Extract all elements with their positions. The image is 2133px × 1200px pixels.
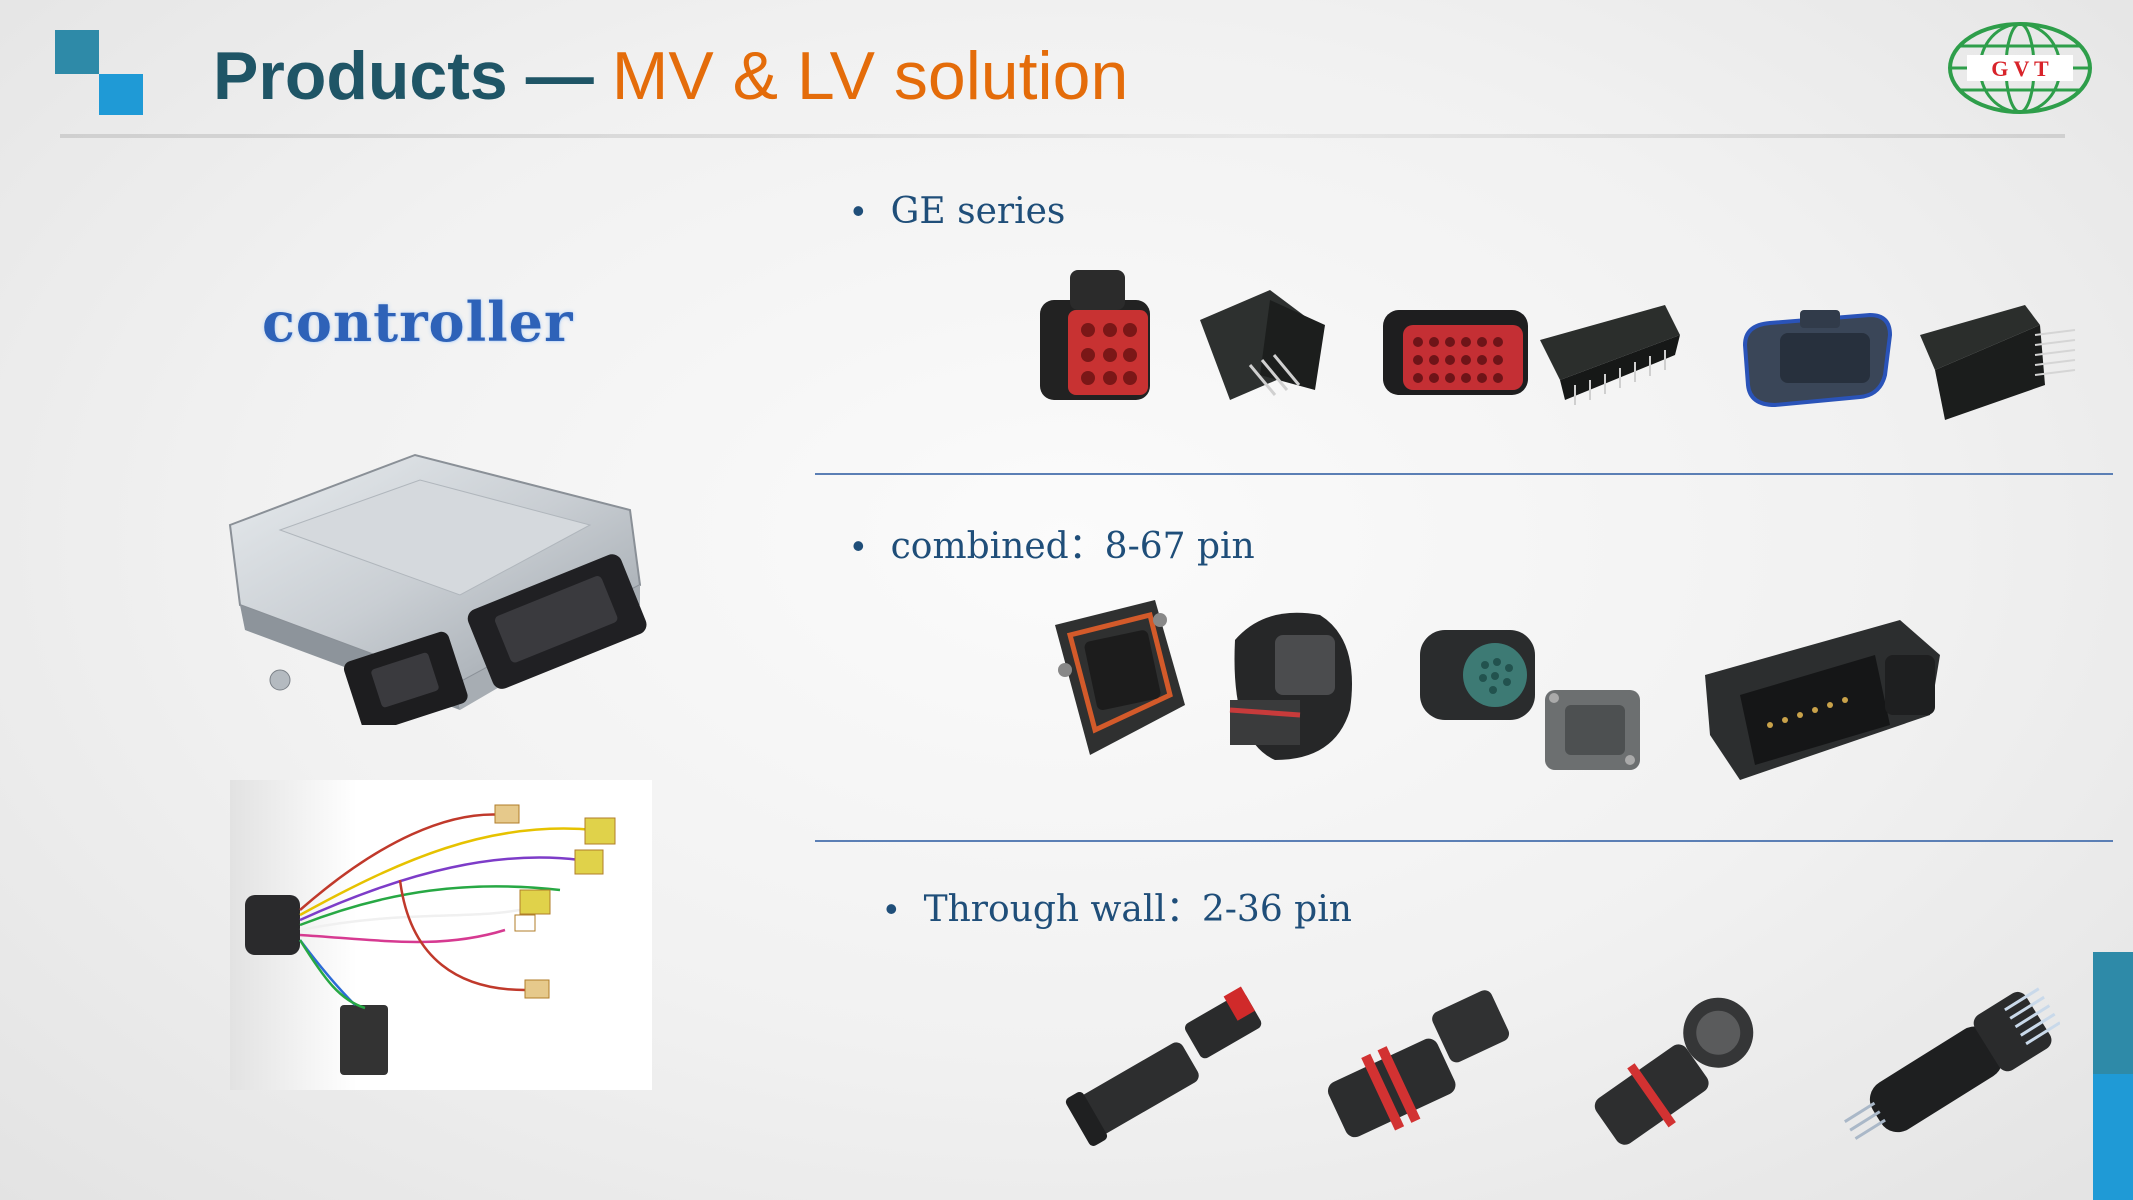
through-wall-36pin-image (1844, 987, 2060, 1140)
page-title: Products—MV & LV solution (213, 36, 1128, 116)
through-wall-circular-image (1594, 997, 1754, 1145)
section-divider-1 (815, 473, 2113, 475)
title-main: Products (213, 38, 508, 114)
wire-harness-image (230, 780, 652, 1090)
ge-header-angled-image (1920, 305, 2076, 420)
controller-unit-image (228, 453, 647, 725)
bullet-through-wall: •Through wall：2-36 pin (885, 888, 1352, 930)
ge-connector-blue-image (1742, 310, 1893, 408)
through-wall-4pin-image (1327, 990, 1510, 1138)
ge-header-16pin-image (1200, 290, 1325, 400)
combined-plug-connector-image (1229, 612, 1352, 760)
controller-label: controller (262, 290, 574, 354)
combined-receptacle-image (1545, 690, 1640, 770)
gvt-globe-logo: G V T (1948, 22, 2092, 114)
ge-connector-red-16pin-image (1040, 270, 1150, 400)
bullet-combined-label: combined：8-67 pin (890, 526, 1255, 567)
side-accent-bar-top (2093, 952, 2133, 1074)
combined-large-header-image (1705, 620, 1940, 780)
combined-green-connector-image (1420, 630, 1535, 720)
bullet-ge-series: •GE series (852, 190, 1066, 232)
header-square-bottom (99, 74, 143, 115)
bullet-through-wall-label: Through wall：2-36 pin (923, 889, 1352, 930)
gvt-logo-text: G V T (1991, 56, 2049, 81)
title-subtitle: MV & LV solution (611, 38, 1129, 114)
ge-header-48pin-image (1540, 305, 1680, 405)
ge-connector-red-48pin-image (1383, 310, 1528, 395)
header-square-top (55, 30, 99, 74)
bullet-ge-series-label: GE series (890, 191, 1066, 232)
side-accent-bar-bottom (2093, 1074, 2133, 1200)
combined-flange-connector-image (1055, 600, 1185, 755)
title-dash: — (525, 38, 594, 114)
section-divider-2 (815, 840, 2113, 842)
header-divider (60, 134, 2065, 138)
bullet-combined: •combined：8-67 pin (852, 525, 1255, 567)
through-wall-2pin-image (1065, 986, 1262, 1146)
